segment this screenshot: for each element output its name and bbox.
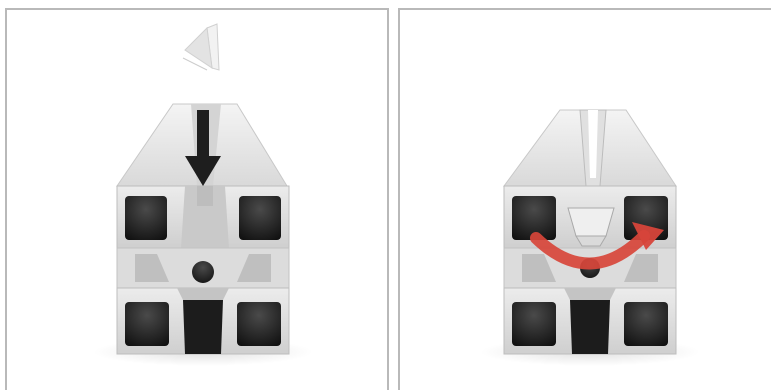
profile-illustration-insert	[7, 10, 389, 390]
profile-illustration-rotate	[400, 10, 771, 390]
t-nut-icon	[183, 24, 219, 70]
step-panel-rotate	[398, 8, 771, 390]
step-panel-insert	[5, 8, 389, 390]
